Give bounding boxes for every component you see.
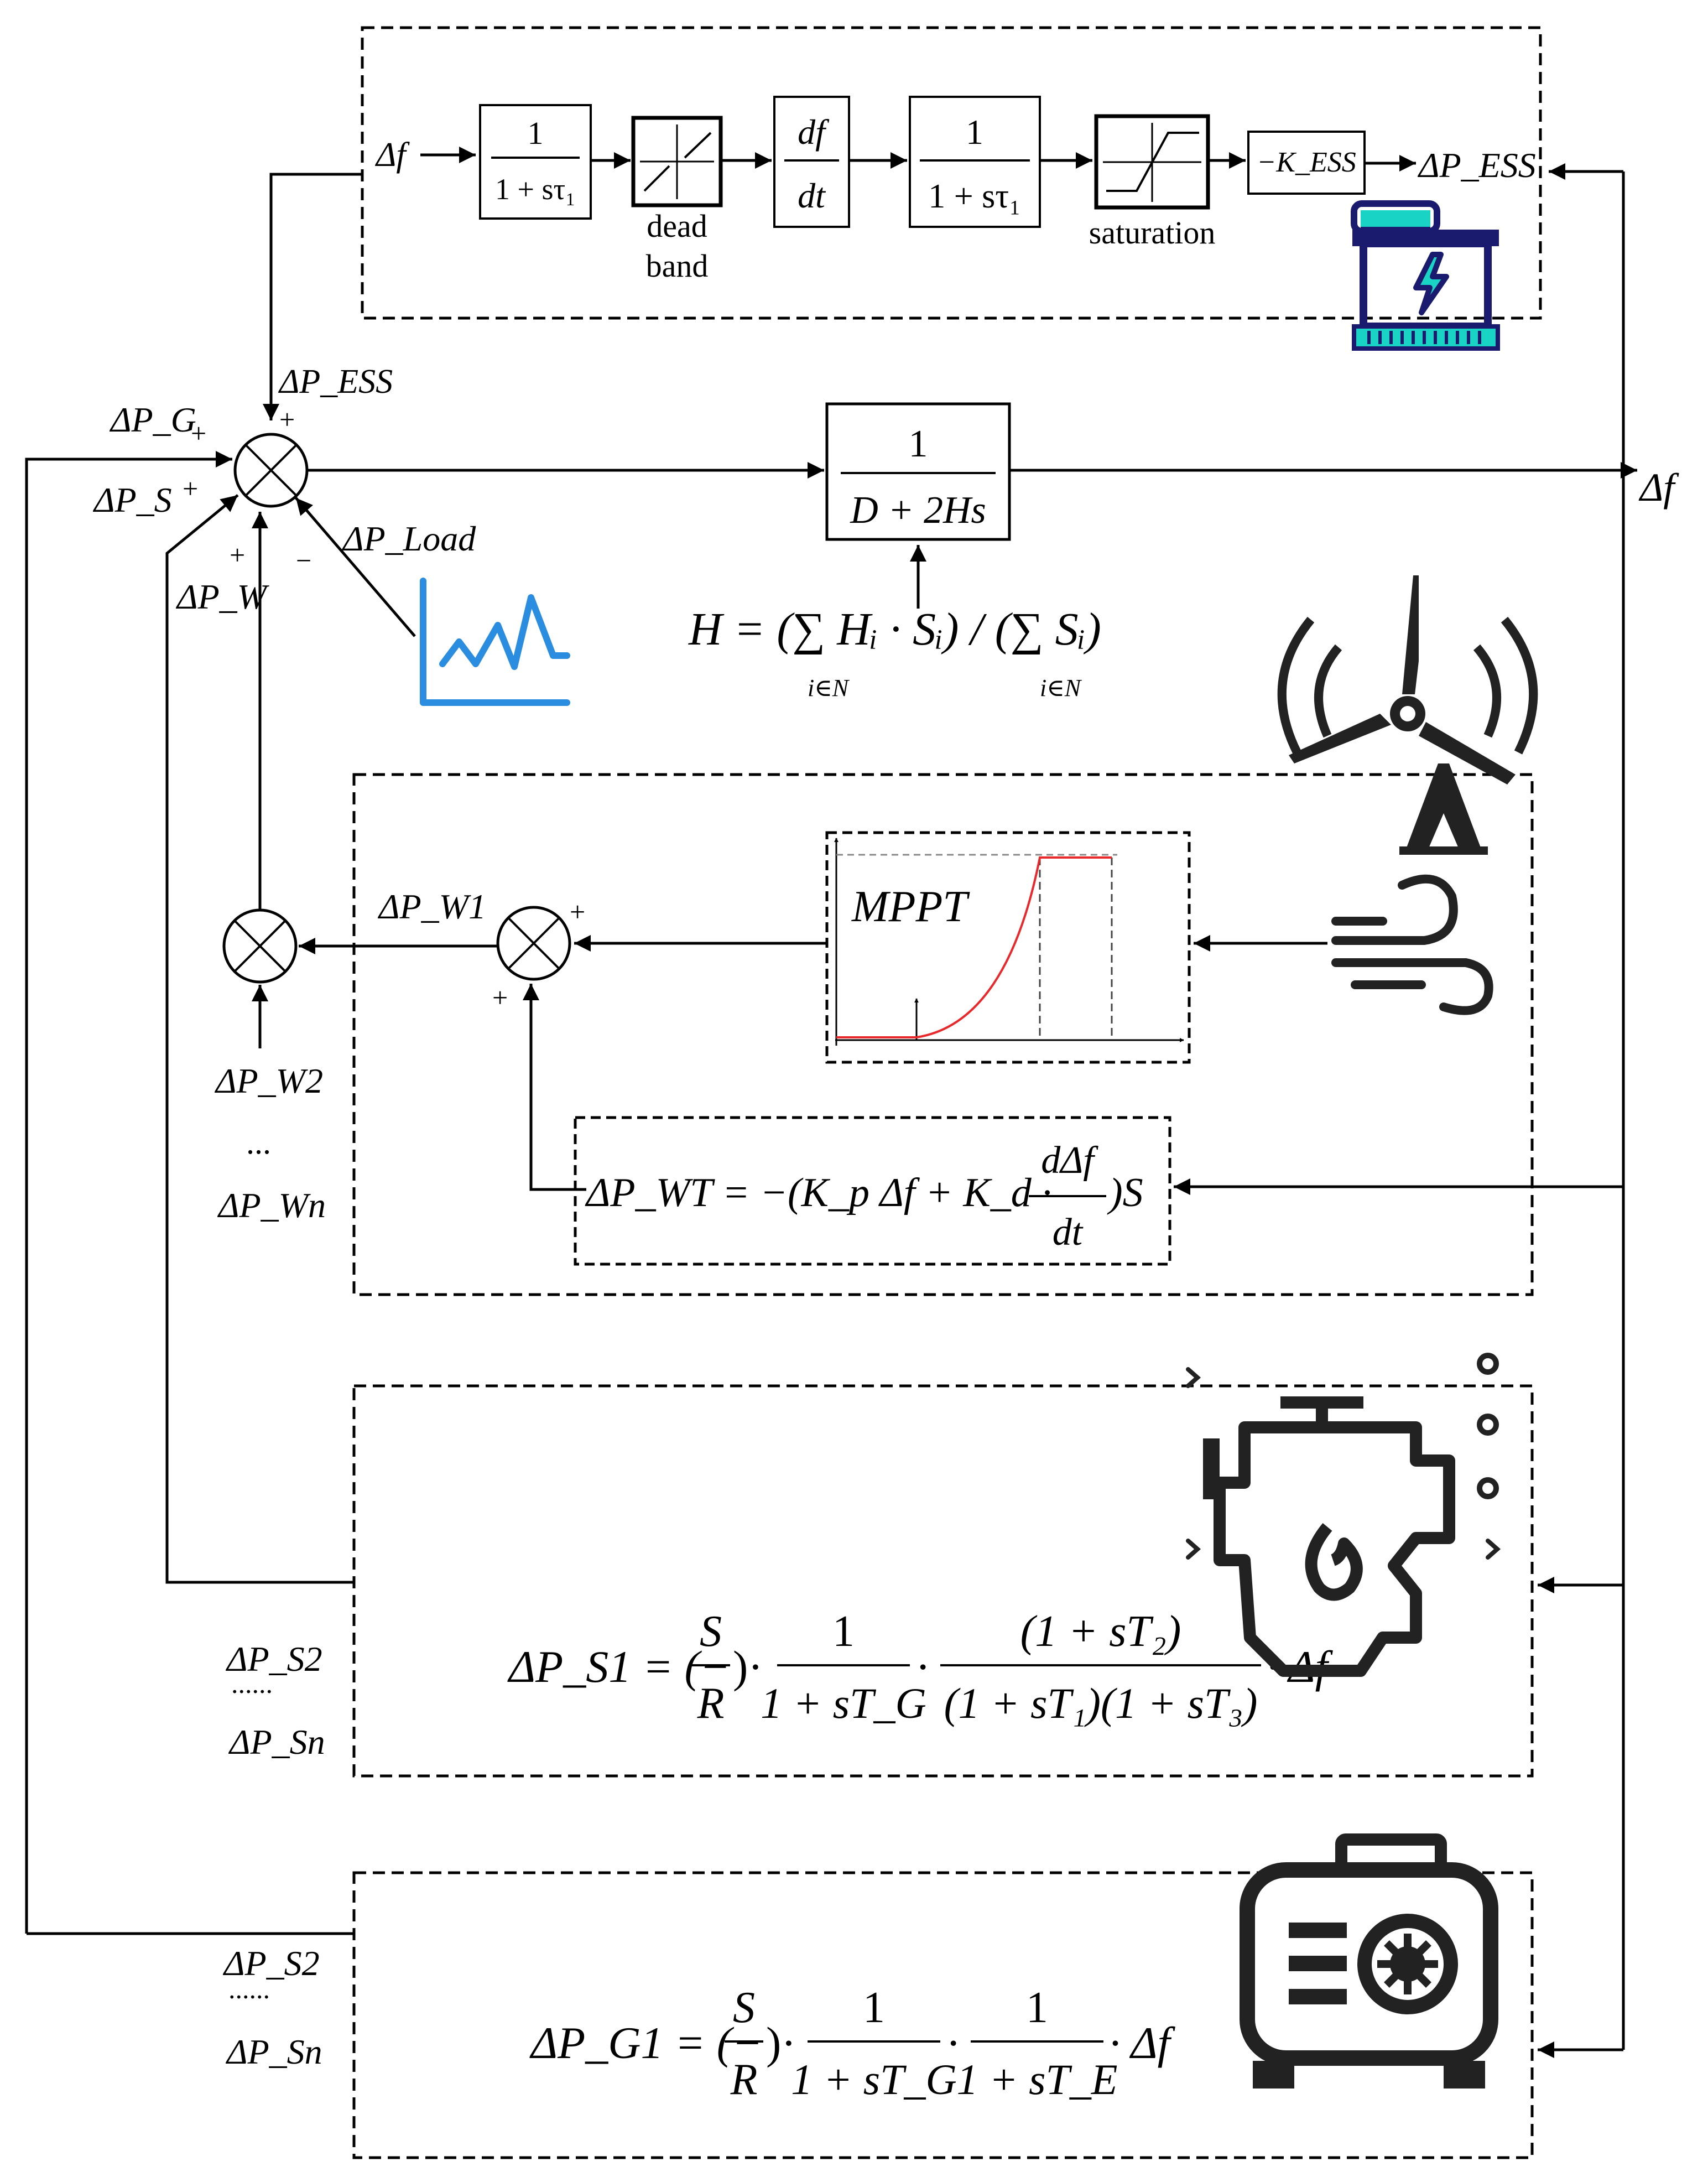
gen-eq-mid1: )·: [766, 2018, 796, 2068]
mppt-label: MPPT: [851, 882, 970, 931]
inertia-sub-2: i∈N: [1040, 674, 1082, 702]
sync-dots: ......: [231, 1668, 273, 1699]
battery-icon: [1351, 200, 1500, 351]
gen-eq-f3d: 1 + sT_E: [956, 2055, 1117, 2103]
wind-control-block: ΔP_W2 ... ΔP_Wn ΔP_W1 + + MPPT ΔP_WT = −…: [214, 512, 1623, 1296]
ess-deadband-label-1: dead: [647, 208, 707, 244]
engine-icon: [1214, 1396, 1455, 1677]
ess-lowpass-filter-1: [479, 104, 592, 220]
sum-ps-label: ΔP_S: [92, 480, 172, 519]
gen-eq-f1n: S: [733, 1983, 755, 2032]
gen-eq-mid2: ·: [946, 2018, 961, 2068]
sync-eq-f1n: S: [700, 1607, 722, 1656]
wind-pw2-label: ΔP_W2: [214, 1061, 323, 1100]
main-output-label: Δf: [1638, 465, 1679, 510]
control-law-rhs: )S: [1107, 1170, 1143, 1215]
gen-eq-f2n: 1: [863, 1983, 885, 2032]
gen-psn-label: ΔP_Sn: [225, 2032, 322, 2071]
mppt-curve: [836, 856, 1112, 1038]
sync-ps2-label: ΔP_S2: [225, 1639, 322, 1679]
ess-lpf2-num: 1: [966, 112, 983, 152]
sync-eq-f3d: (1 + sT₁)(1 + sT₃): [944, 1679, 1258, 1727]
sync-eq-mid1: )·: [733, 1641, 763, 1692]
sum-plus-pg: +: [191, 418, 206, 449]
ess-saturation-label: saturation: [1089, 215, 1216, 251]
ess-gain-block: [1247, 131, 1366, 195]
gen-eq-f2d: 1 + sT_G: [791, 2055, 957, 2103]
gen-dots: ......: [228, 1973, 270, 2004]
ess-lowpass-filter-2: [909, 96, 1041, 228]
sum-pess-label: ΔP_ESS: [278, 363, 393, 401]
wind-control-law-block: [574, 1116, 1171, 1266]
ess-derivative-den: dt: [798, 176, 826, 215]
control-law-lhs: ΔP_WT = −(K_p Δf + K_d ·: [585, 1170, 1052, 1215]
tf-num: 1: [909, 423, 928, 465]
synchronous-generator-block: ΔP_S1 = (− S R )· 1 1 + sT_G · (1 + sT₂)…: [352, 1353, 1623, 1778]
sum-plus-pw: +: [230, 539, 245, 570]
control-law-frac-num: dΔf: [1041, 1139, 1098, 1182]
gen-eq-f3n: 1: [1026, 1983, 1048, 2032]
sum-pg-label: ΔP_G: [109, 400, 196, 439]
gen-eq-f1d: R: [730, 2055, 758, 2104]
generator-icon: [1240, 1833, 1498, 2089]
ess-lpf1-den: 1 + sτ₁: [495, 173, 576, 206]
sync-psn-label: ΔP_Sn: [228, 1722, 325, 1762]
wind-pwn-label: ΔP_Wn: [217, 1186, 326, 1225]
inertia-sub-1: i∈N: [808, 674, 850, 702]
ess-derivative-num: df: [798, 112, 830, 152]
sync-eq-lhs: ΔP_S1 = (−: [507, 1641, 730, 1692]
wind-dots: ...: [246, 1124, 271, 1161]
inertia-formula: H = (∑ Hᵢ · Sᵢ) / (∑ Sᵢ): [688, 604, 1101, 655]
sync-eq-f1d: R: [697, 1679, 725, 1728]
system-transfer-function-block: [825, 402, 1011, 541]
gen-eq-end: · Δf: [1109, 2018, 1176, 2068]
wind-turbine-icon: [1277, 575, 1538, 855]
wind-plus-b: +: [492, 982, 508, 1013]
ess-output-label: ΔP_ESS: [1417, 146, 1536, 185]
wind-icon: [1331, 874, 1493, 1015]
gen-ps2-label: ΔP_S2: [222, 1944, 320, 1983]
sync-eq-f2n: 1: [832, 1607, 855, 1656]
diesel-generator-block: ΔP_G1 = (− S R )· 1 1 + sT_G · 1 1 + sT_…: [27, 1833, 1623, 2159]
ess-deadband-label-2: band: [646, 248, 709, 284]
ess-lpf2-den: 1 + sτ₁: [928, 178, 1021, 215]
gen-eq-lhs: ΔP_G1 = (−: [529, 2018, 762, 2068]
ess-control-block: Δf 1 1 + sτ₁ dead band df dt 1 1 + sτ₁: [361, 26, 1542, 351]
sync-eq-f3n: (1 + sT₂): [1020, 1607, 1181, 1656]
sum-minus-label: −: [296, 545, 311, 576]
load-chart-icon: [420, 578, 570, 706]
sync-eq-f2d: 1 + sT_G: [761, 1679, 926, 1727]
sum-plus-top: +: [279, 404, 295, 435]
tf-den: D + 2Hs: [850, 489, 986, 532]
ess-input-label: Δf: [374, 136, 410, 174]
control-law-frac-den: dt: [1053, 1211, 1084, 1254]
mppt-block: [825, 831, 1191, 1064]
sum-pw-label: ΔP_W: [175, 577, 270, 616]
ess-gain-label: −K_ESS: [1257, 147, 1356, 178]
sum-pload-label: ΔP_Load: [341, 519, 476, 558]
sync-eq-mid2: ·: [915, 1641, 930, 1692]
wind-pw1-label: ΔP_W1: [377, 887, 486, 926]
wind-plus-a: +: [570, 896, 585, 927]
main-summing-junction: [233, 433, 309, 508]
ess-lpf1-num: 1: [528, 115, 544, 151]
sum-plus-ps: +: [183, 473, 198, 504]
